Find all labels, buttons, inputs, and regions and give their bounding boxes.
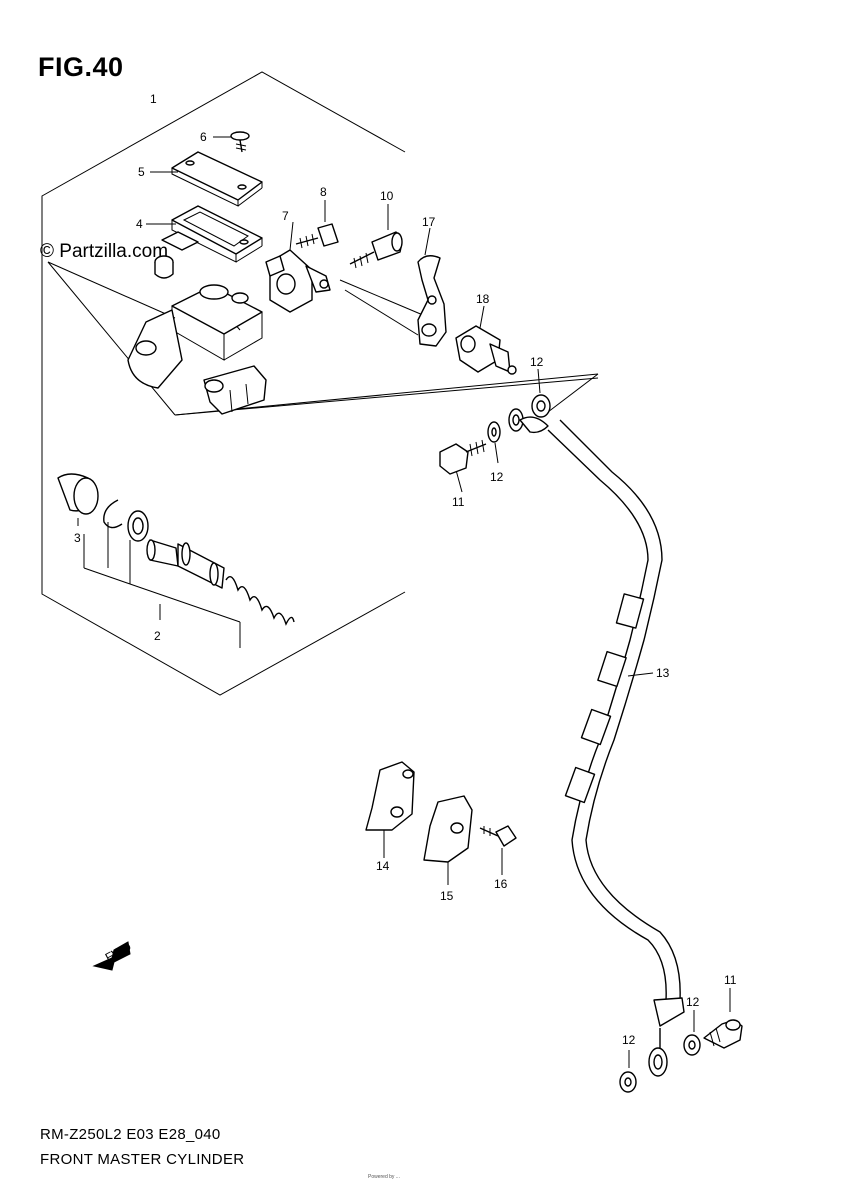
- part-screw-6: [230, 131, 250, 153]
- part-circlip: [103, 499, 123, 529]
- part-hose-guide-15: [423, 795, 473, 863]
- guide-lines: [47, 136, 731, 1068]
- part-switch-18: [455, 325, 517, 375]
- callout-11-lower: 11: [724, 973, 737, 987]
- fwd-arrow-icon: FWD: [92, 939, 134, 971]
- part-boot-3: [57, 473, 99, 515]
- part-banjo-bolt-11-lower: [703, 1019, 743, 1049]
- part-plate: [161, 231, 199, 251]
- part-brake-hose-13: [519, 416, 685, 1077]
- callout-17: 17: [422, 215, 436, 229]
- callout-12-b: 12: [490, 470, 504, 484]
- part-plug: [154, 255, 174, 279]
- callout-2: 2: [154, 629, 161, 643]
- figure-title: FIG.40: [38, 52, 124, 82]
- callout-16: 16: [494, 877, 508, 891]
- model-code: RM-Z250L2 E03 E28_040: [40, 1126, 221, 1143]
- callout-12-a: 12: [530, 355, 544, 369]
- callout-13: 13: [656, 666, 670, 680]
- part-banjo-bolt-11-upper: [439, 439, 487, 475]
- assembly-boundary: [41, 71, 406, 696]
- callout-8: 8: [320, 185, 327, 199]
- callout-18: 18: [476, 292, 490, 306]
- part-clamp-7: [265, 249, 331, 313]
- callout-15: 15: [440, 889, 454, 903]
- callout-1: 1: [150, 92, 157, 106]
- watermark-text: © Partzilla.com: [40, 241, 169, 262]
- callout-12-c: 12: [686, 995, 700, 1009]
- part-diaphragm-4: [171, 205, 263, 263]
- callout-4: 4: [136, 217, 143, 231]
- diagram-caption: FRONT MASTER CYLINDER: [40, 1151, 245, 1168]
- part-piston-2: [146, 539, 295, 626]
- callout-12-d: 12: [622, 1033, 636, 1047]
- fwd-label: FWD: [103, 939, 134, 964]
- callout-7: 7: [282, 209, 289, 223]
- part-washers-12: [487, 394, 701, 1093]
- callout-14: 14: [376, 859, 390, 873]
- part-washer: [127, 510, 149, 542]
- callout-6: 6: [200, 130, 207, 144]
- callout-11-upper: 11: [452, 495, 465, 509]
- part-bolt-16: [479, 825, 517, 847]
- part-pivot-bolt-10: [349, 231, 403, 269]
- callout-10: 10: [380, 189, 394, 203]
- part-master-cylinder-body-1: [127, 284, 267, 415]
- callout-labels: 1 2 3 4 5 6 7 8 10 11 11 12 12 12 12 13 …: [74, 92, 737, 1047]
- callout-5: 5: [138, 165, 145, 179]
- part-hose-guide-14: [365, 761, 415, 831]
- part-bolt-8: [295, 223, 339, 249]
- part-reservoir-cap-5: [171, 151, 263, 207]
- part-lever-17: [417, 255, 447, 347]
- callout-3: 3: [74, 531, 81, 545]
- tiny-print: Powered by ...: [368, 1174, 400, 1180]
